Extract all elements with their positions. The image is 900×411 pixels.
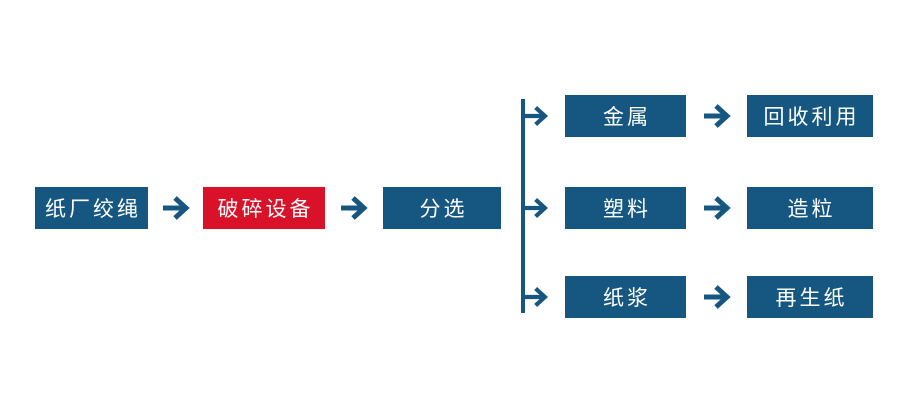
node-label: 破碎设备	[217, 197, 314, 221]
node-plastic: 塑料	[565, 187, 686, 229]
node-metal: 金属	[565, 95, 686, 137]
right-arrow-icon	[160, 194, 198, 222]
node-label: 金属	[603, 105, 651, 129]
branch-connector-line	[521, 99, 525, 313]
branch-arrow-icon	[523, 102, 555, 130]
branch-arrow-icon	[523, 283, 555, 311]
node-paper-mill-rope: 纸厂绞绳	[35, 187, 148, 229]
right-arrow-icon	[338, 194, 376, 222]
node-label: 纸厂绞绳	[45, 197, 141, 221]
node-recycling: 回收利用	[747, 95, 873, 137]
node-label: 纸浆	[603, 286, 651, 310]
right-arrow-icon	[701, 283, 739, 311]
node-recycled-paper: 再生纸	[747, 276, 873, 318]
node-label: 再生纸	[775, 286, 848, 310]
node-pulp: 纸浆	[565, 276, 686, 318]
node-sorting: 分选	[383, 187, 501, 229]
node-crushing-equipment: 破碎设备	[203, 187, 325, 229]
branch-arrow-icon	[523, 194, 555, 222]
right-arrow-icon	[701, 194, 739, 222]
node-label: 造粒	[787, 197, 836, 221]
node-granulation: 造粒	[747, 187, 873, 229]
node-label: 回收利用	[763, 105, 860, 129]
node-label: 分选	[419, 197, 468, 221]
node-label: 塑料	[603, 197, 651, 221]
right-arrow-icon	[701, 102, 739, 130]
